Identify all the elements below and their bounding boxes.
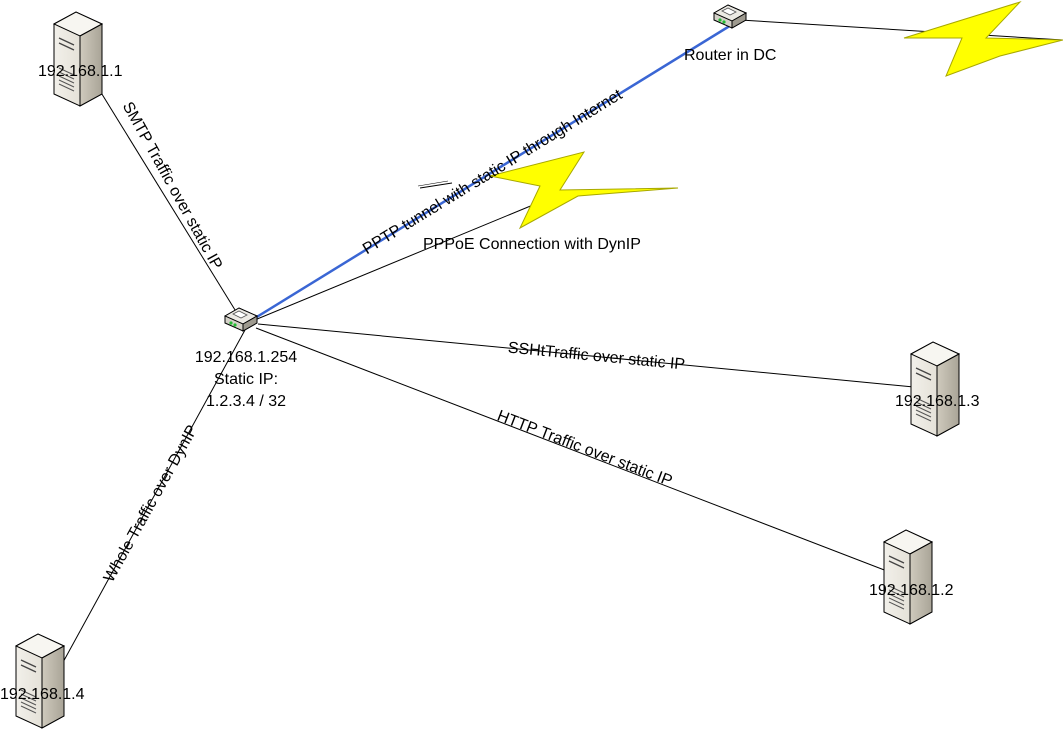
smtp-link-label: SMTP Traffic over static IP <box>119 99 225 272</box>
server-192-168-1-1[interactable] <box>53 11 103 107</box>
router-icon <box>224 307 258 332</box>
link-dc-internet <box>739 19 1063 41</box>
server-192-168-1-2[interactable] <box>883 529 933 625</box>
router-dc-label: Router in DC <box>684 47 776 64</box>
router-local-address-label: 1.2.3.4 / 32 <box>206 393 286 410</box>
server-4-label: 192.168.1.4 <box>0 686 85 703</box>
router-local-static-label: Static IP: <box>214 371 278 388</box>
server-192-168-1-3[interactable] <box>910 341 960 437</box>
link-whole <box>49 329 246 687</box>
lightning-icon-dc <box>903 0 1063 77</box>
pppoe-link-label: PPPoE Connection with DynIP <box>423 236 641 253</box>
server-icon <box>910 341 960 437</box>
server-192-168-1-4[interactable] <box>15 633 65 729</box>
link-smtp <box>83 64 241 319</box>
http-link-label: HTTP Traffic over static IP <box>495 408 675 491</box>
server-1-label: 192.168.1.1 <box>38 63 123 80</box>
link-http <box>255 327 906 579</box>
router-icon <box>713 4 747 29</box>
router-local[interactable] <box>224 307 258 332</box>
ssh-link-label: SSHtTraffic over static IP <box>507 340 686 374</box>
pptp-link-label: PPTP tunnel with static IP through Inter… <box>360 86 626 258</box>
server-icon <box>15 633 65 729</box>
link-ssh <box>257 323 946 391</box>
server-2-label: 192.168.1.2 <box>869 582 954 599</box>
server-icon <box>53 11 103 107</box>
router-local-ip-label: 192.168.1.254 <box>195 349 297 366</box>
server-icon <box>883 529 933 625</box>
link-pppoe <box>249 199 546 323</box>
server-3-label: 192.168.1.3 <box>895 393 980 410</box>
link-pptp-tunnel <box>246 17 742 325</box>
lightning-icon-internet <box>417 151 679 230</box>
whole-link-label: Whole Traffic over DynIP <box>101 422 202 585</box>
router-dc[interactable] <box>713 4 747 29</box>
